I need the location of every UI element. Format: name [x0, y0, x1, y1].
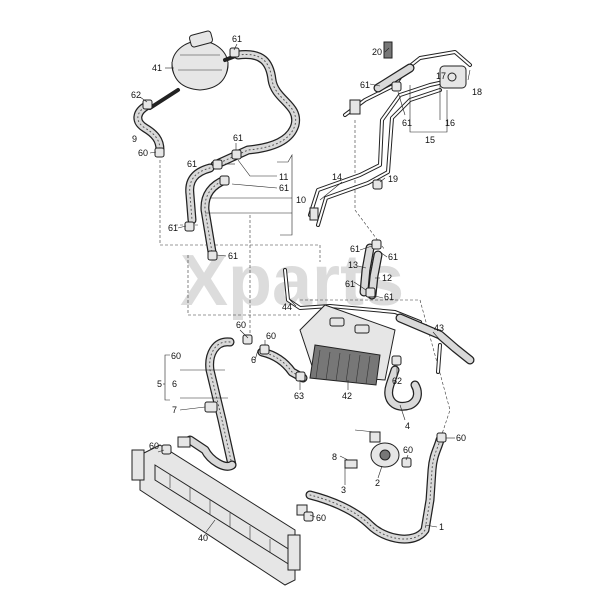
callout-61: 61	[233, 133, 243, 143]
callout-5: 5	[157, 379, 162, 389]
callout-60: 60	[266, 331, 276, 341]
callout-61: 61	[345, 279, 355, 289]
callout-40: 40	[198, 533, 208, 543]
hose-1	[305, 435, 445, 544]
heat-exchanger	[299, 304, 396, 386]
expansion-tank	[171, 30, 240, 91]
callout-19: 19	[388, 174, 398, 184]
callout-61: 61	[360, 80, 370, 90]
callout-12: 12	[382, 273, 392, 283]
callout-60: 60	[403, 445, 413, 455]
callout-3: 3	[341, 485, 346, 495]
callout-61: 61	[350, 244, 360, 254]
callout-61: 61	[279, 183, 289, 193]
callout-16: 16	[445, 118, 455, 128]
hose-clamps	[142, 47, 447, 522]
callout-42: 41	[152, 63, 162, 73]
callout-61: 61	[168, 223, 178, 233]
callout-60: 60	[236, 320, 246, 330]
callout-60: 60	[456, 433, 466, 443]
callout-8: 8	[332, 452, 337, 462]
callout-17: 17	[436, 71, 446, 81]
hose-4	[384, 365, 422, 411]
callout-leader-lines	[139, 43, 471, 533]
callout-60: 60	[138, 148, 148, 158]
callout-9: 9	[132, 134, 137, 144]
callout-60: 60	[149, 441, 159, 451]
reference-dashed-lines	[159, 120, 451, 441]
auxiliary-pump	[344, 429, 400, 469]
callout-43: 43	[434, 323, 444, 333]
callout-60: 60	[171, 351, 181, 361]
callout-63: 63	[294, 391, 304, 401]
callout-6: 6	[251, 355, 256, 365]
callout-7: 7	[172, 405, 177, 415]
callout-61: 61	[232, 34, 242, 44]
callout-1: 1	[439, 522, 444, 532]
callout-60: 60	[316, 513, 326, 523]
upper-metal-pipes	[308, 41, 472, 227]
callout-13: 13	[348, 260, 358, 270]
callout-61: 61	[388, 252, 398, 262]
callout-6: 6	[172, 379, 177, 389]
callout-61: 61	[402, 118, 412, 128]
callout-labels: 61 41 62 9 60 61 61 11 61 10 61 61 20 61…	[131, 34, 482, 543]
callout-44: 44	[282, 302, 292, 312]
callout-15: 15	[425, 135, 435, 145]
callout-62: 62	[131, 90, 141, 100]
callout-14: 14	[332, 172, 342, 182]
radiator	[131, 436, 308, 586]
callout-20: 20	[372, 47, 382, 57]
callout-61: 61	[228, 251, 238, 261]
callout-61: 61	[384, 292, 394, 302]
callout-62: 62	[392, 376, 402, 386]
callout-10: 10	[296, 195, 306, 205]
callout-11: 11	[279, 172, 288, 182]
pipe-43	[395, 313, 475, 374]
callout-61: 61	[187, 159, 197, 169]
callout-4: 4	[405, 421, 410, 431]
callout-2: 2	[375, 478, 380, 488]
callout-18: 18	[472, 87, 482, 97]
callout-41: 42	[342, 391, 352, 401]
